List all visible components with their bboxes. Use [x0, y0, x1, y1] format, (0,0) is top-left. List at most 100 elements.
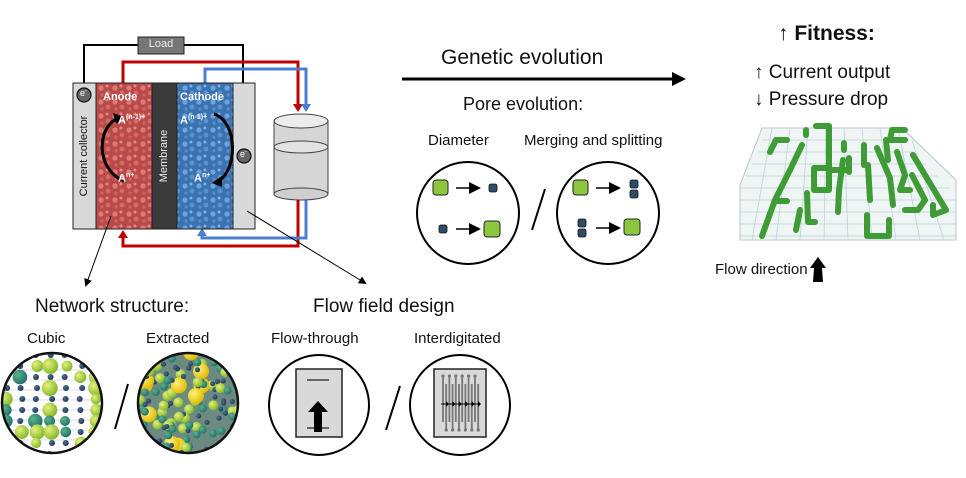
- channel-end: [463, 428, 467, 432]
- pore-sphere: [29, 424, 45, 440]
- pore-sphere: [90, 403, 102, 417]
- separator-slash: [531, 188, 546, 231]
- pore-sphere: [78, 353, 85, 358]
- pore-sphere: [79, 385, 86, 391]
- small-pore-icon: [577, 218, 587, 228]
- up-arrow-icon: ↑: [754, 62, 764, 83]
- pore-sphere: [232, 451, 238, 453]
- pore-sphere: [138, 353, 144, 361]
- pore-sphere: [187, 387, 204, 404]
- separator-slash: [385, 385, 401, 431]
- electron-charge: -: [245, 149, 248, 155]
- interdigitated-channels: [441, 374, 481, 432]
- pore-sphere: [170, 377, 187, 394]
- flow-arrow-icon: [308, 401, 328, 432]
- pore-sphere: [215, 383, 226, 394]
- pore-sphere: [138, 394, 146, 405]
- pore-sphere: [228, 435, 238, 446]
- pore-sphere: [94, 363, 101, 369]
- anode-label: Anode: [103, 91, 138, 103]
- pore-sphere: [31, 360, 44, 372]
- flow-field-title: Flow field design: [313, 296, 455, 317]
- large-pore-icon: [432, 179, 449, 196]
- cathode-species-top: A(n-1)+: [180, 114, 207, 127]
- channel-end: [441, 374, 445, 378]
- pore-sphere: [41, 380, 58, 396]
- pore-sphere: [91, 448, 102, 453]
- pore-sphere: [44, 415, 56, 427]
- pore-evolution-title: Pore evolution:: [463, 94, 584, 114]
- pore-sphere: [234, 451, 238, 453]
- pore-sphere: [2, 391, 13, 407]
- pore-sphere: [188, 361, 194, 367]
- pore-sphere: [192, 377, 203, 388]
- pore-sphere: [239, 428, 244, 433]
- separator-slash: [114, 383, 129, 430]
- pointer-to-flowfield: [246, 210, 367, 285]
- pore-sphere: [19, 407, 26, 413]
- cathode-species-bottom: An+: [194, 172, 210, 185]
- pressure-drop-label: Pressure drop: [768, 89, 889, 110]
- pore-sphere: [193, 358, 202, 367]
- pore-sphere: [195, 367, 201, 373]
- small-pore-icon: [438, 224, 448, 234]
- pore-sphere: [210, 381, 216, 387]
- pore-sphere: [141, 354, 150, 363]
- anolyte-loop: [118, 60, 303, 248]
- membrane-label: Membrane: [158, 129, 170, 183]
- pore-sphere: [61, 360, 73, 372]
- pore-sphere: [42, 358, 59, 374]
- pore-sphere: [180, 373, 186, 379]
- pore-sphere: [155, 373, 166, 384]
- pore-sphere: [231, 429, 238, 440]
- pore-sphere: [237, 368, 238, 374]
- species-symbol: A: [118, 114, 126, 127]
- cubic-circle: [0, 351, 104, 455]
- pore-sphere: [90, 393, 102, 405]
- pore-sphere: [62, 396, 69, 402]
- pointer-to-network: [84, 215, 112, 287]
- pore-sphere: [2, 447, 13, 453]
- pore-sphere: [168, 424, 177, 433]
- pore-sphere: [193, 363, 210, 380]
- optimized-network-render: [739, 123, 957, 241]
- pore-sphere: [138, 362, 149, 373]
- pore-sphere: [2, 436, 12, 450]
- pore-sphere: [32, 407, 39, 413]
- catholyte-loop: [197, 67, 311, 240]
- pore-sphere: [34, 385, 41, 391]
- pore-sphere: [184, 404, 195, 415]
- pore-sphere: [62, 440, 69, 446]
- pore-sphere: [212, 394, 218, 400]
- pore-sphere: [221, 400, 227, 406]
- cross-flow-arrowhead: [465, 401, 469, 407]
- pore-sphere: [229, 398, 235, 404]
- network-structure-title: Network structure:: [35, 296, 190, 317]
- pore-sphere: [185, 428, 191, 434]
- pore-sphere: [161, 425, 167, 431]
- species-symbol: A: [180, 114, 188, 127]
- flow-direction-arrow-icon: [810, 257, 826, 282]
- current-collector-label: Current collector: [78, 115, 90, 197]
- pore-sphere: [159, 382, 168, 391]
- large-pore-icon: [572, 179, 589, 196]
- pore-sphere: [218, 406, 224, 412]
- pore-sphere: [78, 418, 85, 424]
- pore-sphere: [62, 385, 69, 391]
- cathode-electrode: [176, 82, 234, 230]
- electrolyte-tank-icon: [273, 113, 329, 201]
- species-charge: (n-1)+: [187, 114, 208, 121]
- pore-sphere: [151, 387, 160, 396]
- pore-sphere: [180, 442, 191, 453]
- pore-sphere: [16, 451, 23, 453]
- pore-sphere: [74, 370, 87, 384]
- pore-sphere: [183, 353, 200, 361]
- electron-label-right: e-: [240, 149, 247, 159]
- cross-flow-arrowhead: [458, 401, 462, 407]
- cross-flow-arrowhead: [452, 401, 456, 407]
- species-charge: (n-1)+: [125, 114, 146, 121]
- pore-sphere: [94, 440, 101, 446]
- electron-label-left: e-: [80, 88, 87, 98]
- cathode-label: Cathode: [180, 91, 224, 103]
